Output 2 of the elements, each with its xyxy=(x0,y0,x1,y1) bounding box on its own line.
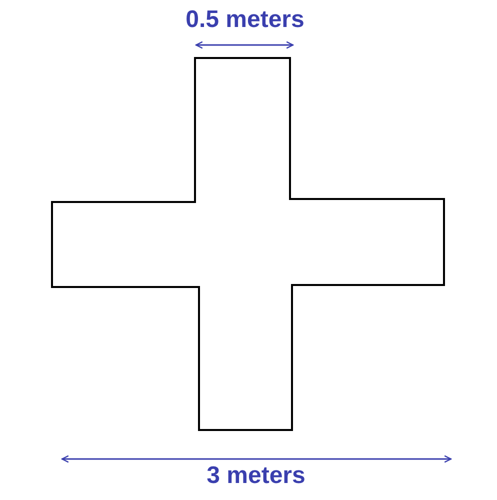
dimension-label: 0.5 meters xyxy=(186,8,304,32)
dimension-label: 3 meters xyxy=(206,464,306,488)
